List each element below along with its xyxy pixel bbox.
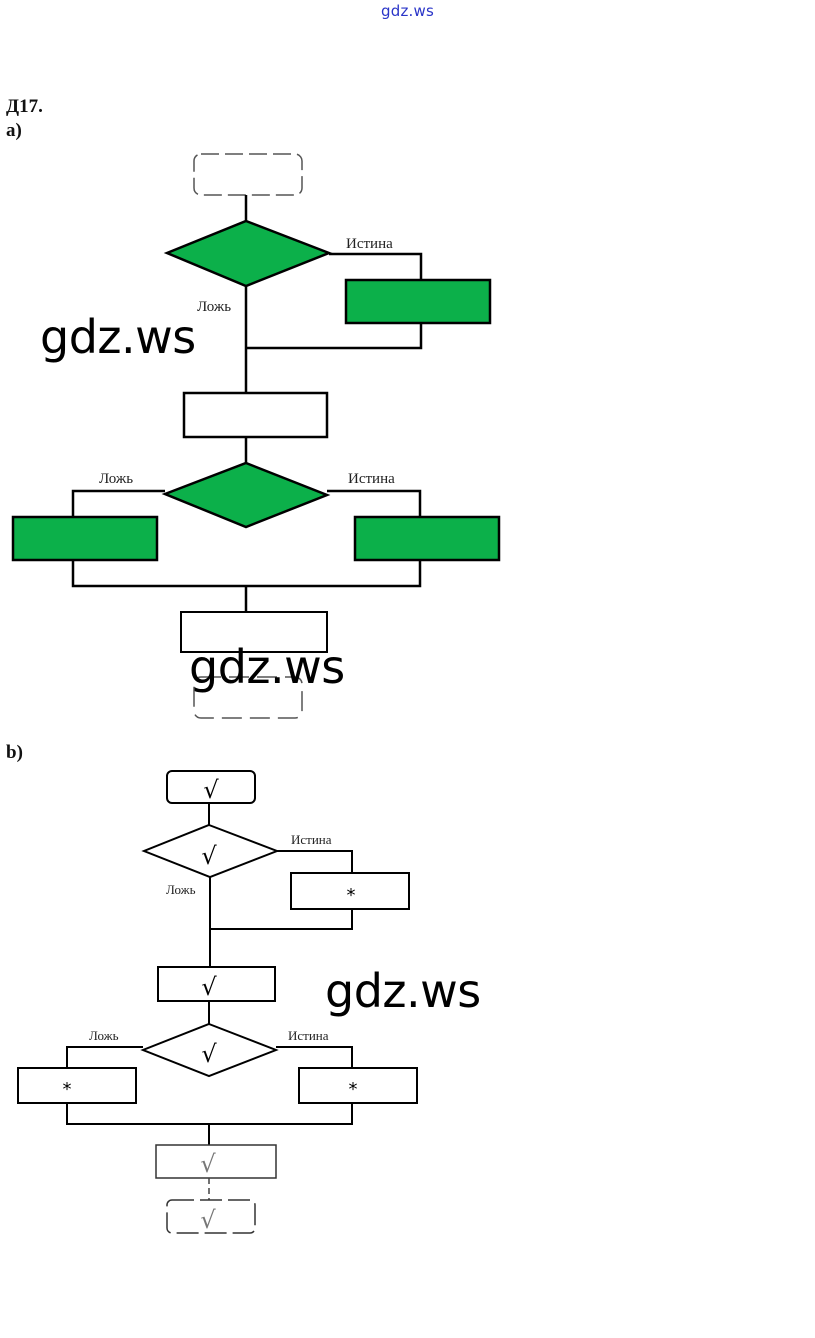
a-decision-1 xyxy=(163,219,333,288)
b-d2-true-label: Истина xyxy=(288,1028,329,1043)
task-title: Д17. xyxy=(6,96,43,117)
b-d2-false-label: Ложь xyxy=(89,1028,119,1043)
b-process-1 xyxy=(157,966,276,1002)
b-process-2 xyxy=(155,1144,277,1179)
b-d1-true-label: Истина xyxy=(291,832,332,847)
top-watermark: gdz.ws xyxy=(381,2,434,20)
b-end-terminator xyxy=(166,1199,256,1234)
a-connector xyxy=(246,323,423,350)
a-connector xyxy=(71,560,422,588)
a-process-false-2 xyxy=(11,515,159,562)
a-process-true-2 xyxy=(353,515,501,562)
b-true2-asterisk-icon: * xyxy=(349,1079,358,1100)
a-connector xyxy=(327,489,422,517)
b-connector xyxy=(66,1046,143,1068)
b-d1-check-icon: √ xyxy=(201,842,217,870)
b-connector xyxy=(210,909,353,930)
b-connector xyxy=(276,1046,353,1068)
b-process-false-2 xyxy=(17,1067,137,1104)
b-process2-check-icon: √ xyxy=(200,1150,216,1178)
b-d2-check-icon: √ xyxy=(201,1040,217,1068)
a-d2-true-label: Истина xyxy=(348,471,395,487)
a-connector xyxy=(71,489,165,517)
a-process-2 xyxy=(180,611,328,653)
b-true1-asterisk-icon: * xyxy=(347,885,356,906)
a-decision-2 xyxy=(161,461,331,529)
a-d2-false-label: Ложь xyxy=(99,471,133,487)
b-connector xyxy=(277,850,353,873)
part-b-label: b) xyxy=(6,742,23,763)
b-false2-asterisk-icon: * xyxy=(63,1079,72,1100)
a-d1-false-label: Ложь xyxy=(197,299,231,315)
a-start-terminator xyxy=(193,153,303,196)
watermark-1: gdz.ws xyxy=(40,310,196,364)
b-connector xyxy=(66,1103,353,1125)
a-process-1 xyxy=(182,391,329,439)
part-a-label: а) xyxy=(6,120,22,141)
a-end-terminator xyxy=(193,676,303,719)
b-start-terminator xyxy=(166,770,256,804)
b-d1-false-label: Ложь xyxy=(166,882,196,897)
a-process-true-1 xyxy=(344,278,492,325)
b-process-true-1 xyxy=(290,872,410,910)
b-decision-2 xyxy=(140,1022,279,1078)
watermark-2: gdz.ws xyxy=(189,640,345,694)
a-connector xyxy=(329,252,423,280)
b-process1-check-icon: √ xyxy=(201,973,217,1001)
b-process-true-2 xyxy=(298,1067,418,1104)
b-start-check-icon: √ xyxy=(203,776,219,804)
a-d1-true-label: Истина xyxy=(346,236,393,252)
watermark-3: gdz.ws xyxy=(325,964,481,1018)
b-end-check-icon: √ xyxy=(200,1206,216,1234)
